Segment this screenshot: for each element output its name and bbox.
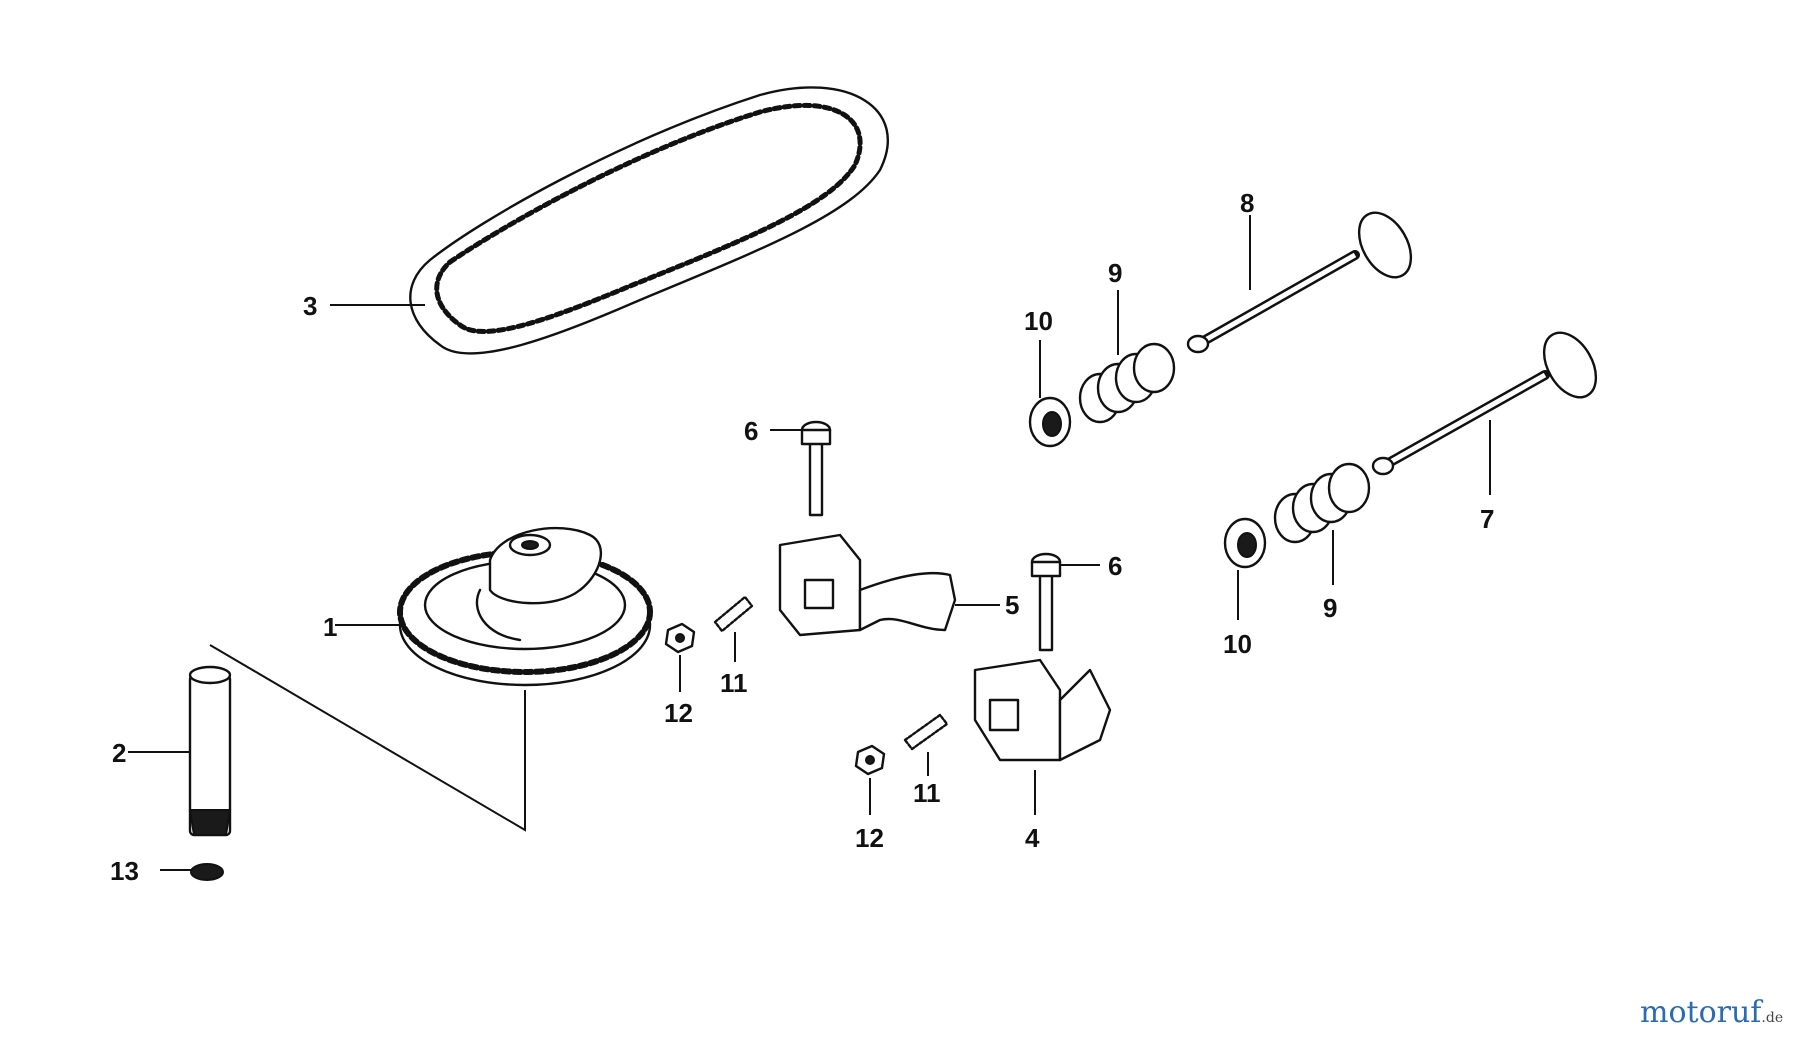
watermark-tld: .de: [1761, 1010, 1783, 1026]
callout-labels: 2 1 3 4 5 6 6 7 8 9 9 10 10 11 11 12 12 …: [110, 188, 1494, 886]
callout-11-b: 11: [913, 778, 941, 808]
callout-9-lower: 9: [1323, 593, 1337, 623]
rocker-pin-lower: [1030, 552, 1062, 652]
watermark-text: motoruf: [1640, 995, 1763, 1030]
valve-spring-lower: [1273, 462, 1371, 544]
rocker-pin-upper: [800, 420, 832, 517]
adjuster-screw-a: [713, 595, 754, 633]
callout-12-b: 12: [855, 823, 884, 853]
leader-lines: [128, 215, 1491, 871]
adjuster-screw-b: [903, 713, 949, 751]
cam-shaft: [188, 665, 232, 837]
svg-text:motoruf.de: motoruf.de: [1640, 995, 1783, 1030]
timing-belt: [409, 86, 889, 355]
valve-spring-upper: [1078, 342, 1176, 424]
callout-2: 2: [112, 738, 126, 768]
callout-10-upper: 10: [1024, 306, 1053, 336]
callout-6-lower: 6: [1108, 551, 1122, 581]
valve-upper: [1186, 211, 1413, 354]
callout-12-a: 12: [664, 698, 693, 728]
callout-10-lower: 10: [1223, 629, 1252, 659]
cam-gear: [397, 526, 653, 687]
callout-8: 8: [1240, 188, 1254, 218]
callout-3: 3: [303, 291, 317, 321]
seal-washer: [190, 863, 224, 881]
callout-6-upper: 6: [744, 416, 758, 446]
assembly-bracket: [209, 644, 526, 832]
valve-lower: [1371, 331, 1598, 476]
callout-9-upper: 9: [1108, 258, 1122, 288]
rocker-arm-exhaust: [973, 658, 1112, 762]
callout-11-a: 11: [720, 668, 748, 698]
rocker-arm-intake: [778, 533, 957, 637]
spring-retainer-lower: [1223, 517, 1267, 569]
callout-5: 5: [1005, 590, 1019, 620]
callout-13: 13: [110, 856, 139, 886]
callout-7: 7: [1480, 504, 1494, 534]
watermark-logo: motoruf.de: [1640, 995, 1783, 1030]
callout-4: 4: [1025, 823, 1040, 853]
lock-nut-b: [854, 744, 886, 776]
lock-nut-a: [664, 622, 696, 654]
spring-retainer-upper: [1028, 396, 1072, 448]
callout-1: 1: [323, 612, 337, 642]
